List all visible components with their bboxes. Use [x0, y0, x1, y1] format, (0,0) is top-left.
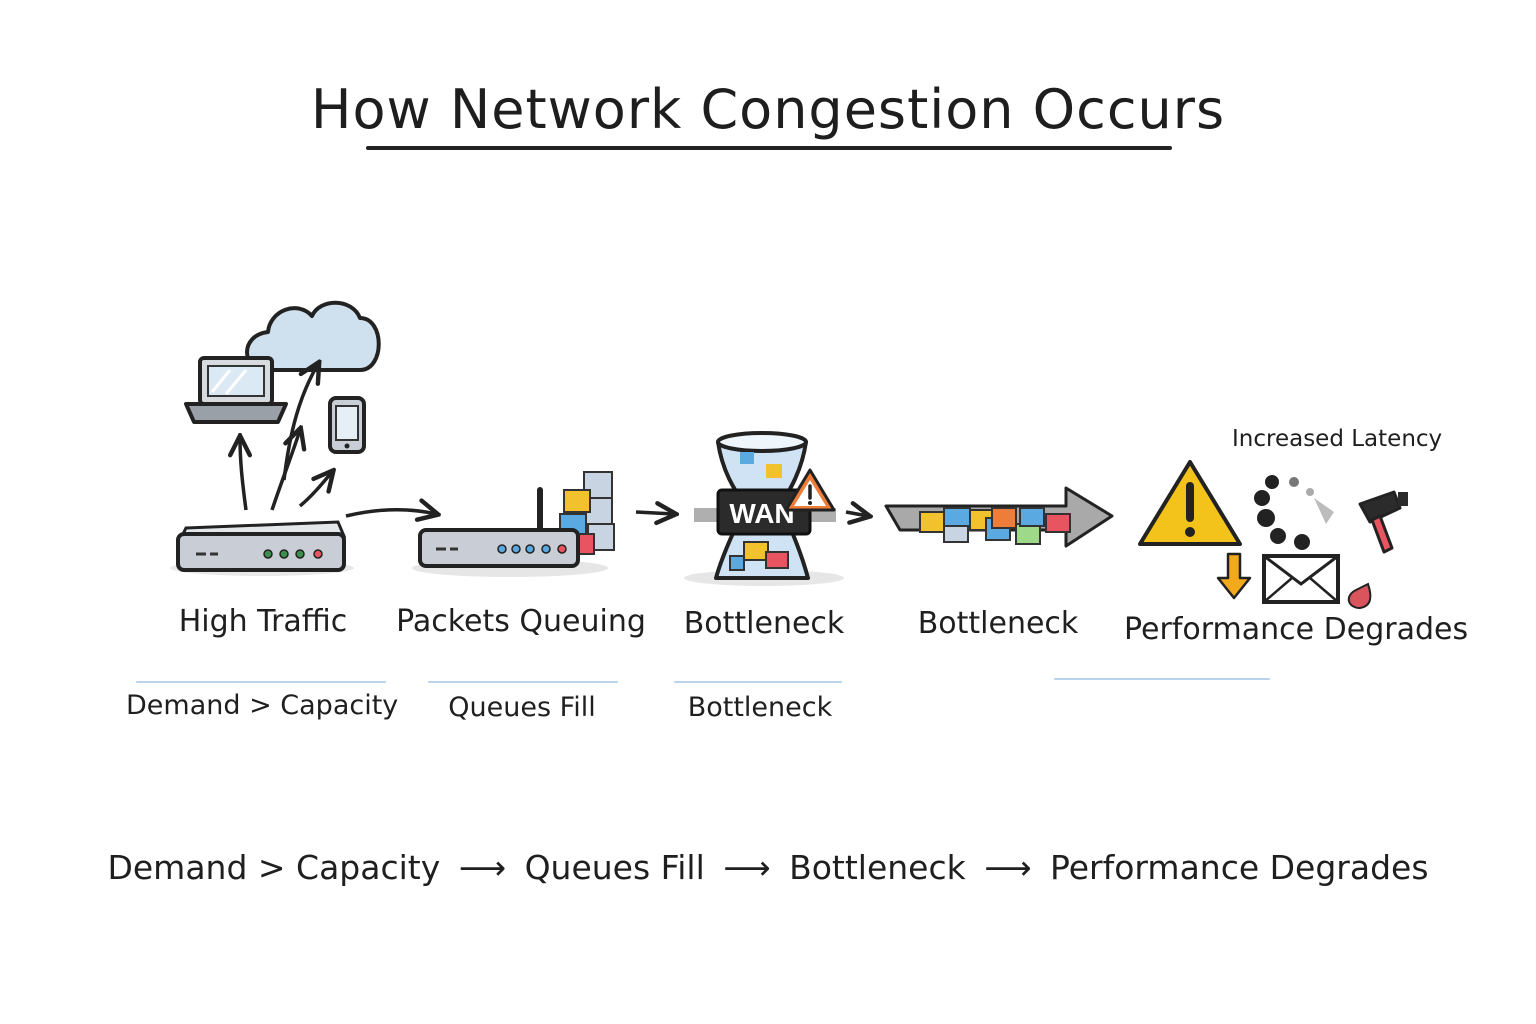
stage-label-high-traffic: High Traffic — [178, 604, 348, 639]
title-underline — [366, 146, 1172, 150]
divider-high-traffic — [136, 681, 386, 683]
cloud-icon — [245, 300, 381, 372]
flow-arrow-icon: ⟶ — [723, 848, 771, 887]
wan-label: WAN — [729, 498, 794, 529]
down-arrow-icon — [1216, 552, 1252, 600]
flow-summary: Demand > Capacity ⟶ Queues Fill ⟶ Bottle… — [0, 848, 1536, 887]
divider-performance — [1054, 678, 1270, 680]
flow-step-bottleneck: Bottleneck — [789, 848, 966, 887]
flow-arrow-icon: ⟶ — [458, 848, 507, 887]
packets-queuing-illustration — [412, 471, 615, 577]
stage-sublabel-bottleneck: Bottleneck — [687, 692, 833, 723]
flow-step-queues: Queues Fill — [524, 848, 705, 887]
high-traffic-illustration — [170, 300, 381, 576]
performance-degrades-illustration — [1138, 460, 1408, 610]
divider-bottleneck — [674, 681, 842, 683]
stage-label-bottleneck: Bottleneck — [683, 606, 845, 641]
phone-icon — [328, 396, 366, 454]
warning-icon — [1138, 460, 1242, 546]
laptop-icon — [184, 356, 288, 424]
stage-sublabel-packets-queuing: Queues Fill — [448, 692, 596, 723]
spinner-icon — [1254, 475, 1334, 550]
funnel-icon: WAN — [684, 431, 844, 586]
stage-label-performance-degrades: Performance Degrades — [1124, 612, 1469, 647]
stage-label-packets-queuing: Packets Queuing — [396, 604, 646, 639]
router-icon — [170, 520, 354, 576]
flow-arrow-icon: ⟶ — [984, 848, 1032, 887]
router-icon — [418, 528, 580, 568]
packet-stream-illustration — [884, 486, 1114, 548]
stage-sublabel-high-traffic: Demand > Capacity — [126, 690, 399, 721]
drop-icon — [1347, 582, 1372, 610]
flow-step-performance: Performance Degrades — [1050, 848, 1429, 887]
envelope-icon — [1262, 554, 1340, 604]
divider-packets-queuing — [428, 681, 618, 683]
warning-icon — [784, 468, 836, 512]
flow-step-demand: Demand > Capacity — [107, 848, 441, 887]
page-title: How Network Congestion Occurs — [310, 78, 1226, 141]
stage-label-bottleneck-stream: Bottleneck — [917, 606, 1079, 641]
latency-label: Increased Latency — [1232, 426, 1443, 452]
hammer-icon — [1358, 490, 1408, 554]
